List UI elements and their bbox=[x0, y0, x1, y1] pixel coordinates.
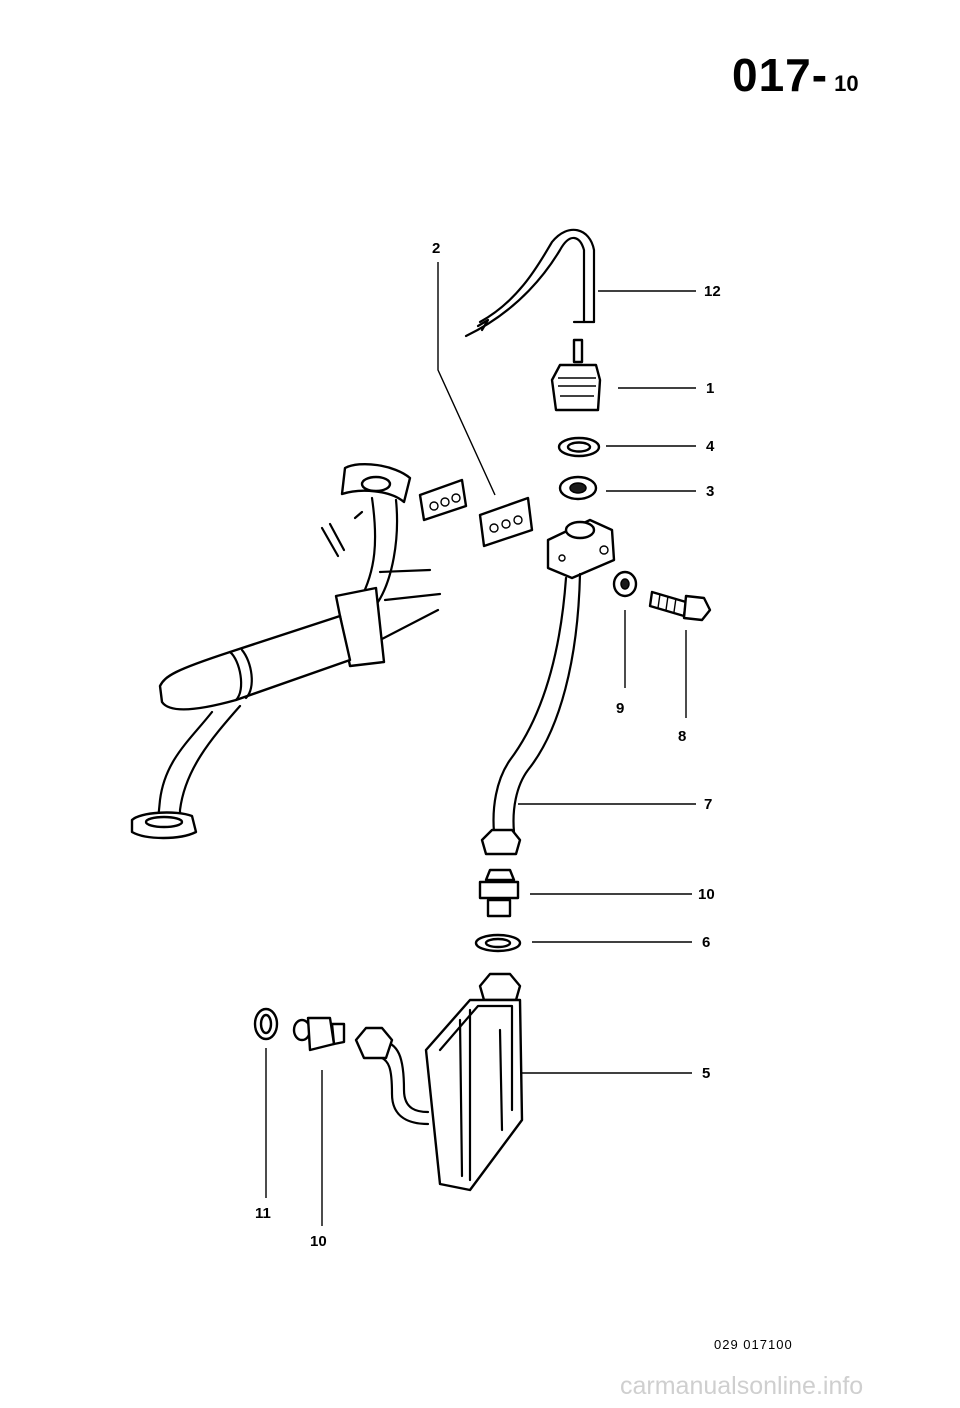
cooler-pipe bbox=[354, 1026, 430, 1126]
spring-washer-part-9 bbox=[612, 570, 638, 598]
pickup-pipe-assembly bbox=[130, 462, 442, 840]
page-number: 017-10 bbox=[732, 48, 859, 102]
callout-10-upper: 10 bbox=[698, 886, 715, 903]
callout-6: 6 bbox=[702, 934, 711, 951]
callout-1: 1 bbox=[706, 380, 715, 397]
gasket-mounted bbox=[418, 478, 468, 522]
junction-block bbox=[546, 518, 616, 580]
washer-part-4 bbox=[557, 436, 601, 458]
oil-pipe-part-7 bbox=[492, 572, 582, 834]
gasket-part-2 bbox=[478, 496, 534, 548]
pipe-nut bbox=[480, 828, 522, 856]
callout-10-lower: 10 bbox=[310, 1233, 327, 1250]
callout-11: 11 bbox=[255, 1205, 271, 1222]
figure-reference-code: 029 017100 bbox=[714, 1337, 793, 1352]
callout-2: 2 bbox=[432, 240, 441, 257]
callout-4: 4 bbox=[706, 438, 715, 455]
oil-cooler-part-5 bbox=[424, 972, 524, 1192]
watermark-text: carmanualsonline.info bbox=[620, 1372, 864, 1400]
callout-9: 9 bbox=[616, 700, 625, 717]
washer-part-6 bbox=[474, 933, 522, 953]
callout-7: 7 bbox=[704, 796, 713, 813]
callout-3: 3 bbox=[706, 483, 715, 500]
bolt-part-8 bbox=[648, 590, 712, 622]
hose-part-12 bbox=[464, 228, 596, 338]
sender-part-1 bbox=[550, 338, 602, 412]
callout-8: 8 bbox=[678, 728, 687, 745]
o-ring-part-11 bbox=[253, 1007, 279, 1041]
page-number-main: 017 bbox=[732, 49, 812, 101]
pressure-switch-part-10 bbox=[292, 1016, 346, 1052]
leader-lines bbox=[265, 262, 696, 1226]
callout-12: 12 bbox=[704, 283, 721, 300]
washer-part-3 bbox=[558, 475, 598, 501]
page-number-sub: 10 bbox=[834, 71, 859, 96]
callout-5: 5 bbox=[702, 1065, 711, 1082]
adapter-part-10 bbox=[478, 868, 520, 918]
page-number-dash: - bbox=[811, 49, 829, 101]
